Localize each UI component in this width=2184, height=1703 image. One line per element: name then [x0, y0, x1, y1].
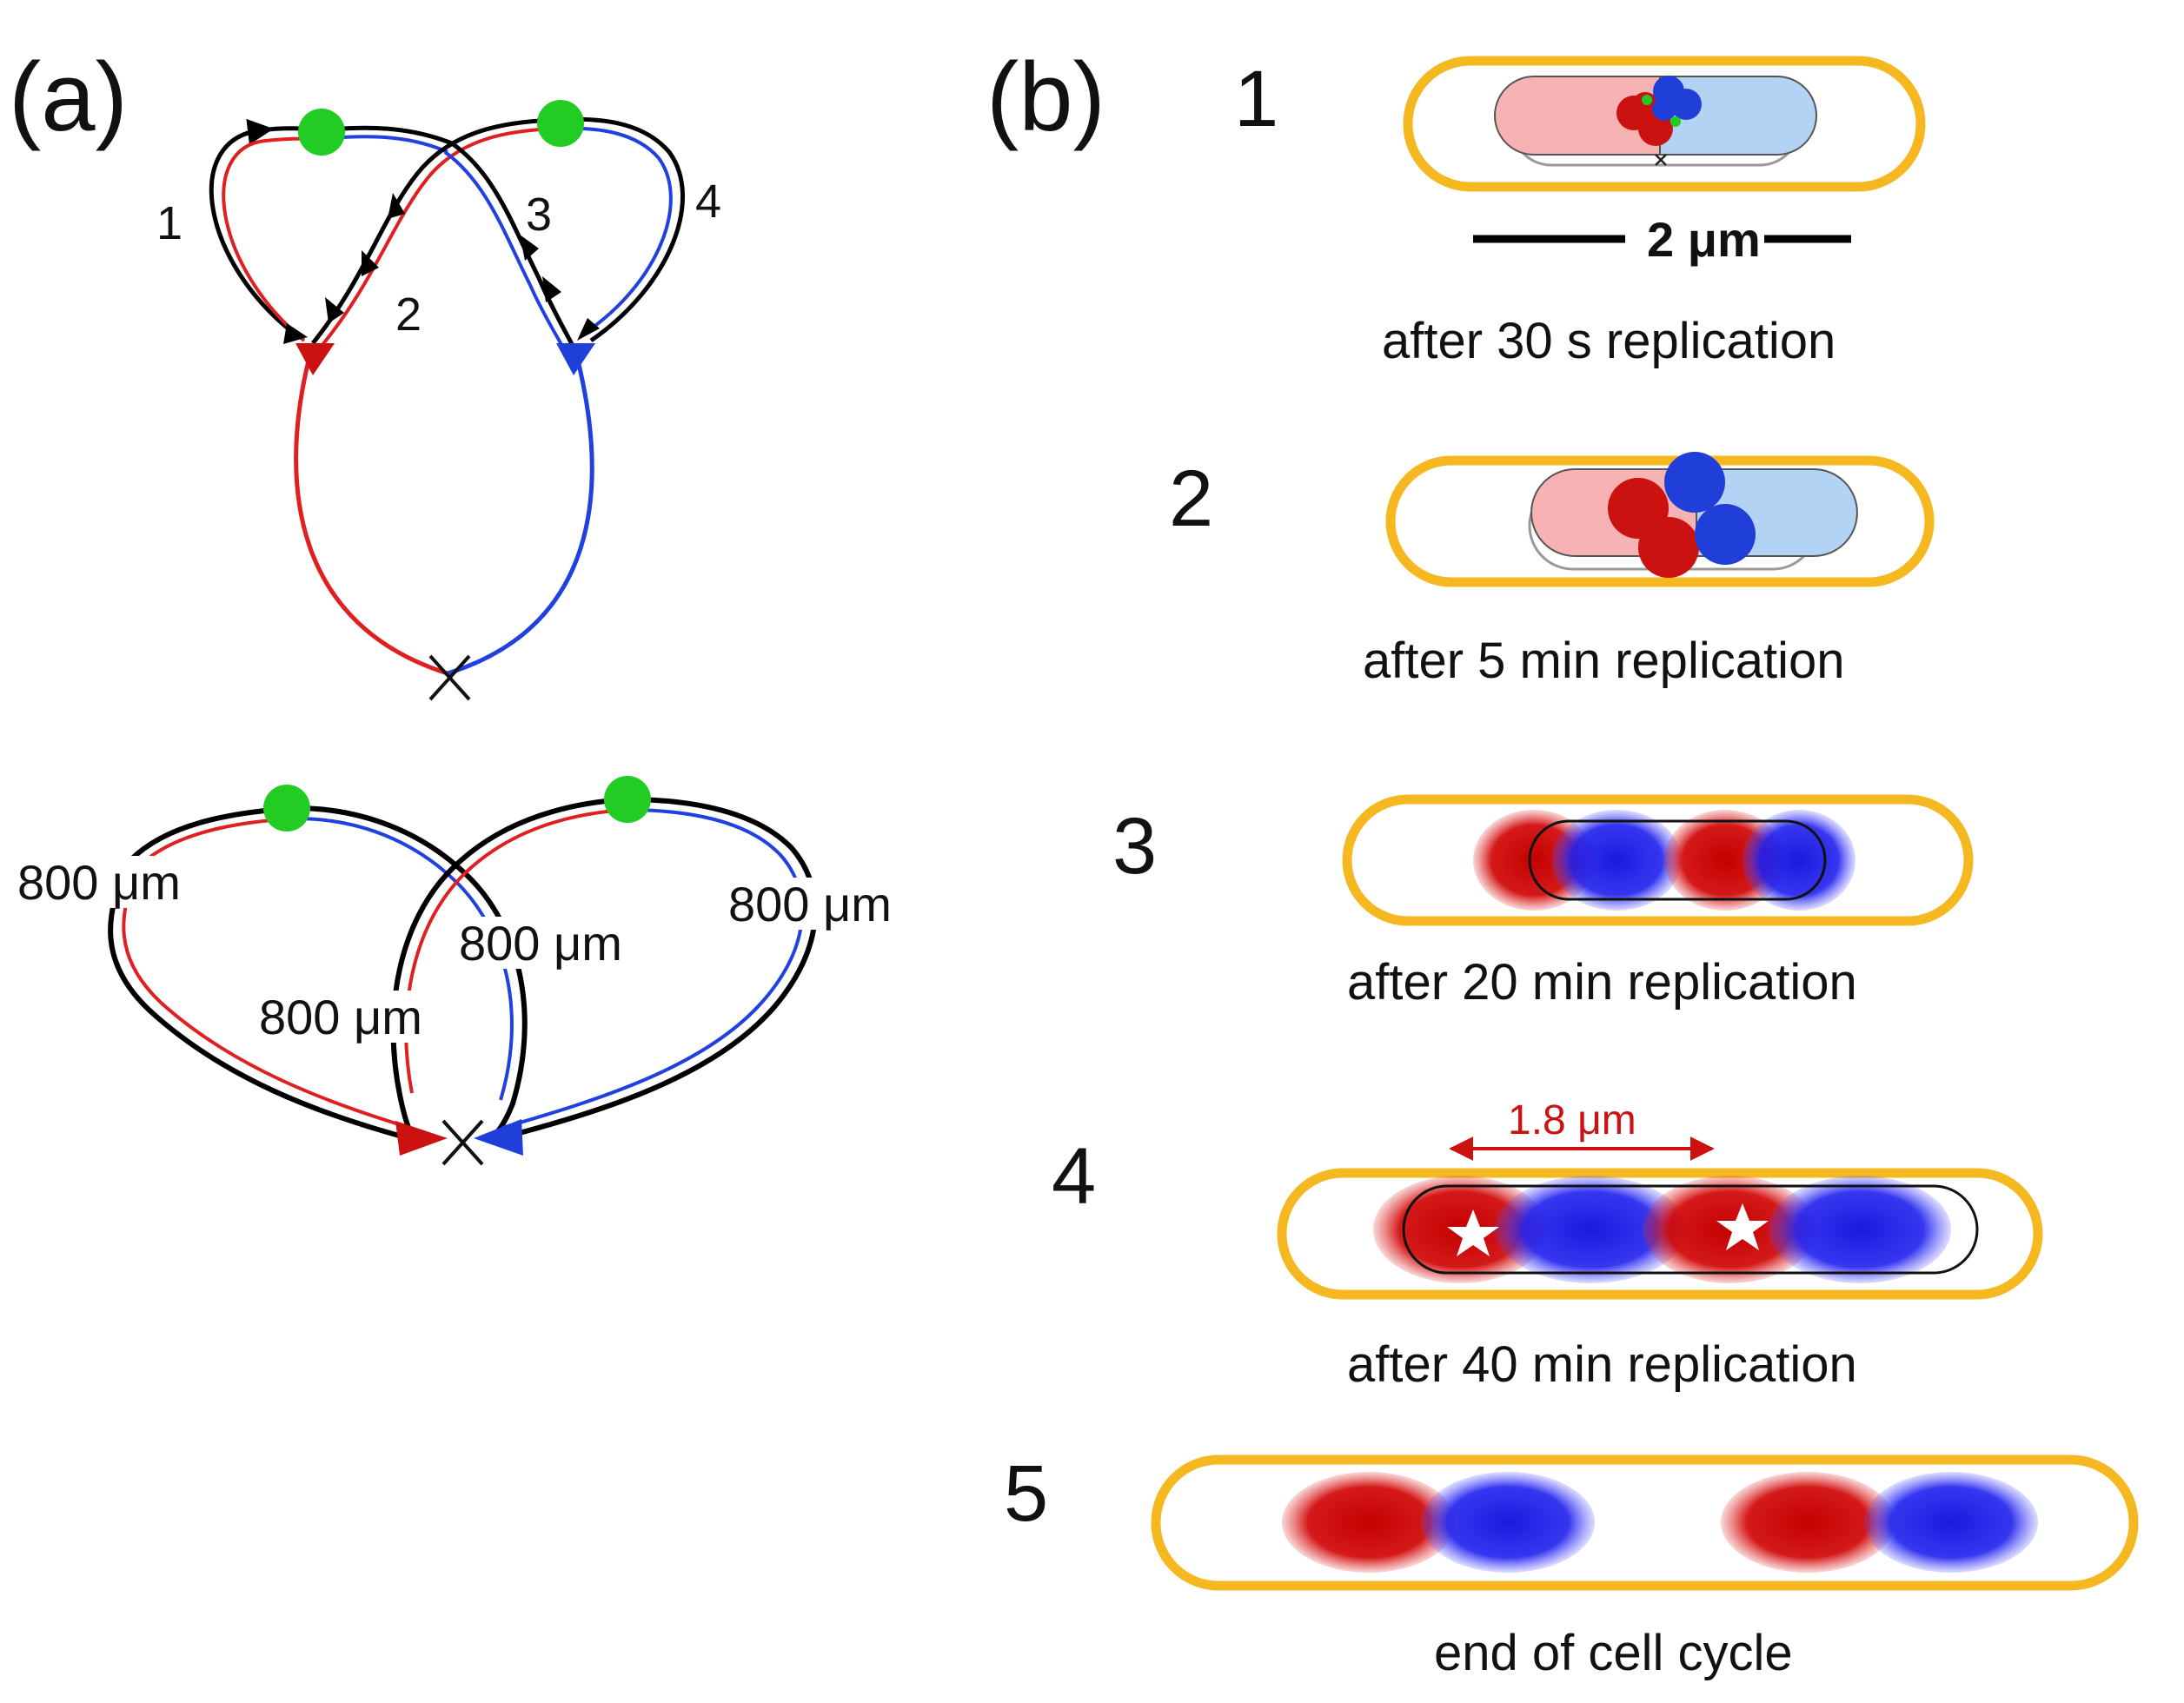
scale-bar-label: 2 μm	[1647, 212, 1761, 267]
stage-number-5: 5	[1004, 1449, 1048, 1538]
distance-label-4: 800 μm	[728, 877, 892, 931]
top-theta-diagram: 1 2 3 4	[156, 100, 721, 701]
cell-outline-3	[1342, 794, 1974, 926]
distance-label-3: 800 μm	[259, 990, 422, 1044]
stage-number-3: 3	[1112, 802, 1157, 891]
loop-number-2: 2	[395, 288, 422, 341]
origin-dot-right	[537, 100, 584, 147]
stage-5: 5 end of cell cycle	[1004, 1449, 2139, 1681]
panel-a-label: (a)	[9, 43, 128, 151]
stage-4: 4 1.8 μm after 40 min replication	[1052, 1097, 2043, 1393]
stage-caption-4: after 40 min replication	[1347, 1336, 1857, 1393]
stage-2: 2 after 5 min replication	[1169, 452, 1935, 689]
cell-outline-1	[1403, 56, 1926, 192]
loop-number-1: 1	[156, 197, 183, 249]
distance-label-1: 800 μm	[17, 855, 181, 910]
terminus-x-top	[428, 654, 471, 701]
star-icon	[1716, 1203, 1769, 1250]
stage-caption-1: after 30 s replication	[1382, 313, 1835, 369]
origin-dot-left	[298, 109, 345, 156]
terminus-x-bottom	[441, 1119, 484, 1166]
stage-3: 3 after 20 min replication	[1112, 794, 1974, 1011]
stage-caption-5: end of cell cycle	[1434, 1625, 1793, 1681]
loop-number-3: 3	[526, 189, 552, 241]
origin-dot-bottom-right	[604, 776, 651, 823]
distance-label-2: 800 μm	[459, 916, 622, 971]
stage-number-2: 2	[1169, 454, 1213, 543]
stage-caption-3: after 20 min replication	[1347, 954, 1857, 1011]
stage-1: 1 2 μm after 30 s replication	[1234, 55, 1926, 369]
spacing-label: 1.8 μm	[1508, 1097, 1636, 1143]
cell-outline-2	[1385, 455, 1935, 587]
stage-number-1: 1	[1234, 55, 1278, 143]
panel-b-label: (b)	[986, 43, 1105, 151]
loop-number-4: 4	[695, 176, 721, 228]
cell-outline-4	[1277, 1168, 2043, 1300]
origin-dot-bottom-left	[263, 785, 310, 832]
star-icon	[1447, 1209, 1499, 1256]
bottom-theta-diagram: 800 μm 800 μm 800 μm 800 μm	[13, 776, 934, 1166]
stage-caption-2: after 5 min replication	[1363, 633, 1844, 689]
stage-number-4: 4	[1052, 1132, 1096, 1221]
cell-outline-5	[1151, 1455, 2139, 1591]
